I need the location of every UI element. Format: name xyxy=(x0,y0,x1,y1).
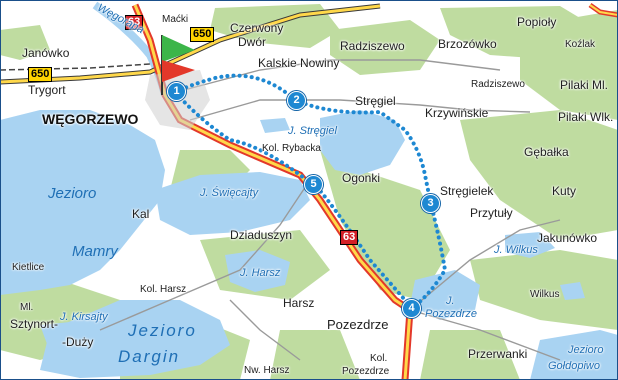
road-badge-650-top: 650 xyxy=(190,27,215,42)
label-j-pozezdrze-2: Pozezdrze xyxy=(425,308,477,320)
label-przytuly: Przytuły xyxy=(470,206,513,220)
label-j-swiecajty: J. Święcajty xyxy=(200,187,259,199)
label-j-kirsajty: J. Kirsajty xyxy=(60,311,108,323)
label-wegorzewo: WĘGORZEWO xyxy=(42,111,139,127)
label-gebalka: Gębałka xyxy=(524,145,569,159)
label-wilkus: Wilkus xyxy=(530,289,560,300)
label-pozezdrze-2: Pozezdrze xyxy=(342,366,390,377)
label-jakunowko: Jakunówko xyxy=(537,231,598,245)
label-popioly: Popioły xyxy=(517,15,557,29)
label-kuty: Kuty xyxy=(552,184,577,198)
label-kozlak: Koźlak xyxy=(565,39,596,50)
label-dargin: Dargin xyxy=(118,347,181,366)
label-czerwony: Czerwony xyxy=(230,21,284,35)
label-kietlice: Kietlice xyxy=(12,262,45,273)
label-stregiel: Stręgiel xyxy=(355,94,396,108)
label-kol-harsz: Kol. Harsz xyxy=(140,284,187,295)
railway xyxy=(0,63,151,71)
start-flag-icon xyxy=(161,35,195,95)
label-jezioro-goldopiwo-1: Jezioro xyxy=(568,344,604,356)
label-jezioro-mamry-1: Jezioro xyxy=(48,185,97,202)
label-kol-rybacka: Kol. Rybacka xyxy=(262,143,321,154)
road-badge-650-left: 650 xyxy=(28,67,53,82)
label-j-harsz: J. Harsz xyxy=(240,267,281,279)
waypoint-3[interactable]: 3 xyxy=(421,194,440,213)
label-dziaduszyn: Dziaduszyn xyxy=(230,228,293,242)
label-trygort: Trygort xyxy=(28,83,66,97)
label-janowko: Janówko xyxy=(22,46,70,60)
label-brzozowko: Brzozówko xyxy=(438,37,497,51)
label-macki: Maćki xyxy=(162,14,189,25)
lakes xyxy=(0,110,618,380)
label-mamry: Mamry xyxy=(72,243,118,260)
label-kalskie-nowiny: Kalskie Nowiny xyxy=(258,56,340,70)
waypoint-1[interactable]: 1 xyxy=(167,82,186,101)
waypoint-4[interactable]: 4 xyxy=(402,299,421,318)
label-j-stregiel: J. Stręgiel xyxy=(288,125,337,137)
road-badge-63-top: 63 xyxy=(125,15,144,30)
label-kol: Kol. xyxy=(370,353,388,364)
label-przerwanki: Przerwanki xyxy=(468,347,528,361)
label-goldopiwo: Gołdopiwo xyxy=(548,360,600,372)
label-j-pozezdrze-1: J. xyxy=(446,295,455,307)
label-radziszewo: Radziszewo xyxy=(340,39,405,53)
road-badge-63-mid: 63 xyxy=(340,230,359,245)
label-radziszewo-2: Radziszewo xyxy=(471,79,525,90)
waypoint-5[interactable]: 5 xyxy=(304,175,323,194)
label-sztynort: Sztynort- xyxy=(10,317,59,331)
label-pozezdrze: Pozezdrze xyxy=(327,317,389,332)
label-ml: Ml. xyxy=(20,302,34,313)
label-jezioro-dargin-1: Jezioro xyxy=(128,321,197,340)
label-nw-harsz: Nw. Harsz xyxy=(244,365,290,376)
label-duzy: -Duży xyxy=(62,335,94,349)
minor-roads xyxy=(99,59,561,361)
label-dwor: Dwór xyxy=(238,35,267,49)
label-pilaki-wlk: Pilaki Wlk. xyxy=(558,110,614,124)
label-harsz: Harsz xyxy=(283,296,315,310)
forest-areas xyxy=(0,4,618,380)
waypoint-2[interactable]: 2 xyxy=(287,91,306,110)
label-ogonki: Ogonki xyxy=(342,171,381,185)
label-pilaki-ml: Pilaki Ml. xyxy=(560,78,609,92)
label-krzywinskie: Krzywińskie xyxy=(425,106,489,120)
label-kal: Kal xyxy=(132,207,150,221)
label-stregielek: Stręgielek xyxy=(440,184,494,198)
label-j-wilkus: J. Wilkus xyxy=(494,244,538,256)
trail-route xyxy=(173,73,448,311)
